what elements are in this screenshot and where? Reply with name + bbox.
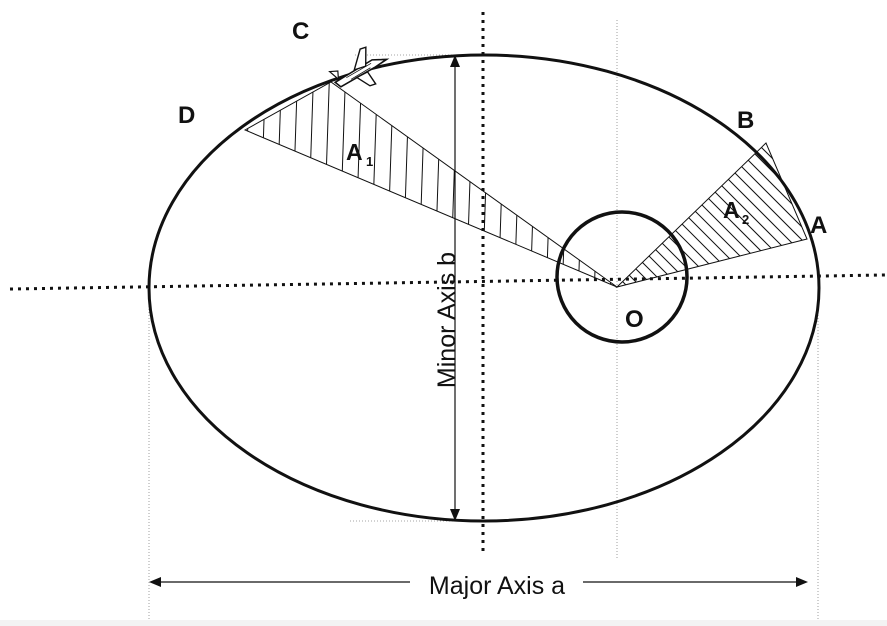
hatch-line — [497, 82, 507, 287]
hatch-line — [617, 143, 694, 287]
hatch-line — [617, 143, 681, 287]
hatch-line — [822, 130, 887, 300]
hatch-line — [417, 82, 427, 287]
hatch-line — [305, 82, 315, 287]
hatch-line — [393, 130, 563, 300]
hatch-line — [445, 130, 615, 300]
point-d-label: D — [178, 102, 195, 129]
hatch-line — [401, 82, 411, 287]
horizontal-axis — [9, 273, 886, 291]
hatch-line — [617, 143, 655, 287]
point-c-label: C — [292, 18, 309, 45]
hatch-line — [245, 82, 251, 287]
hatch-line — [353, 82, 363, 287]
bottom-strip — [0, 620, 887, 626]
hatch-line — [743, 143, 807, 287]
point-a-label: A — [810, 212, 827, 239]
minor-axis-label: Minor Axis b — [433, 252, 461, 388]
hatch-line — [730, 143, 807, 287]
space-shuttle-icon — [328, 46, 390, 88]
hatch-line — [337, 82, 347, 287]
swept-area-a1 — [243, 81, 618, 288]
planet-circle — [555, 210, 689, 344]
hatch-line — [385, 82, 395, 287]
area-a2-label: A — [723, 197, 740, 223]
orbit-ellipse — [147, 53, 821, 523]
hatch-line — [321, 82, 331, 287]
area-a1-subscript: 1 — [366, 154, 373, 169]
hatch-line — [561, 82, 571, 287]
area-a1-label: A — [346, 139, 363, 165]
major-axis-arrow — [149, 577, 808, 587]
area-a2-subscript: 2 — [742, 212, 749, 227]
point-b-label: B — [737, 107, 754, 134]
hatch-line — [273, 82, 283, 287]
hatch-line — [513, 82, 523, 287]
hatch-line — [380, 130, 550, 300]
hatch-line — [617, 143, 720, 287]
major-axis-label: Major Axis a — [429, 572, 565, 600]
hatch-line — [257, 82, 267, 287]
hatch-line — [617, 143, 707, 287]
minor-axis-arrow — [450, 55, 460, 521]
hatch-line — [545, 82, 555, 287]
hatch-line — [406, 130, 576, 300]
hatch-line — [617, 143, 668, 287]
hatch-line — [593, 82, 603, 287]
point-o-label: O — [625, 306, 644, 333]
hatch-line — [369, 82, 379, 287]
hatch-line — [529, 82, 539, 287]
